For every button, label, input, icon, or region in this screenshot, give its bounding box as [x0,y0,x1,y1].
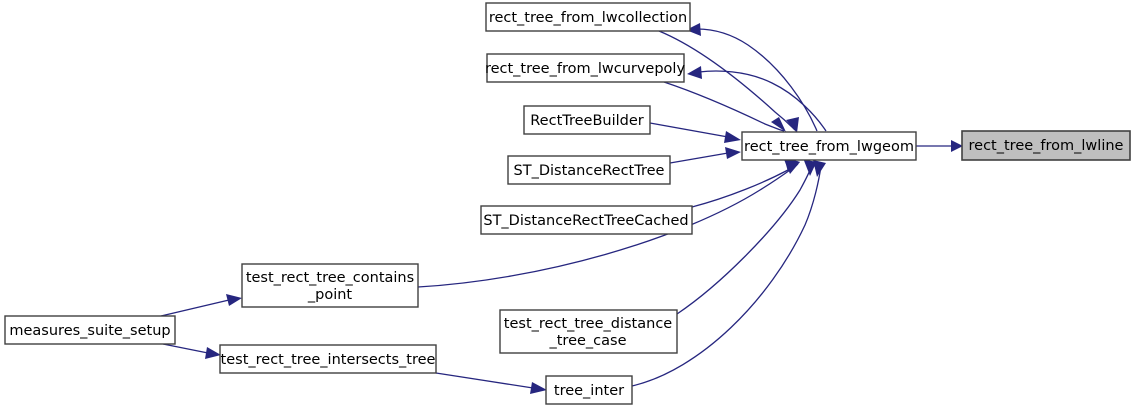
node-box[interactable] [499,309,678,354]
edge-lwgeom-to-lwline [916,140,963,152]
node-box[interactable] [219,344,437,374]
arrowhead [205,347,221,359]
node-label: rect_tree_from_lwline [969,138,1124,154]
edge-line [698,70,827,132]
node-label: rect_tree_from_lwcurvepoly [485,61,686,77]
arrowhead [951,140,963,152]
arrowhead [226,294,242,306]
node-rect_tree_from_lwcollection[interactable]: rect_tree_from_lwcollection [485,2,691,32]
node-box[interactable] [507,155,671,185]
node-label: ST_DistanceRectTree [514,163,665,179]
arrowhead [724,131,741,143]
node-label: test_rect_tree_intersects_tree [221,352,436,368]
arrowhead [783,157,800,174]
edge-recttreebuilder-to-lwgeom [649,122,741,143]
node-tree_inter[interactable]: tree_inter [545,375,633,405]
node-label-line1: test_rect_tree_distance [504,316,673,332]
edge-line [676,164,813,315]
node-box[interactable] [485,2,691,32]
arrowhead [687,66,702,79]
node-box[interactable] [545,375,633,405]
edge-st-distancerecttree-to-lwgeom [669,147,741,164]
node-label-line1: test_rect_tree_contains [246,270,414,286]
arrowhead [686,23,701,36]
node-label: tree_inter [554,383,624,399]
node-test_rect_tree_distance_tree_case[interactable]: test_rect_tree_distance _tree_case [499,309,678,354]
node-rect_tree_from_lwgeom[interactable]: rect_tree_from_lwgeom [741,131,917,161]
arrowhead [530,382,547,394]
node-label: rect_tree_from_lwcollection [489,10,687,26]
node-label: rect_tree_from_lwgeom [744,139,914,155]
edge-lwcurvepoly-to-lwgeom [663,81,786,132]
node-label: measures_suite_setup [9,323,170,339]
node-label: ST_DistanceRectTreeCached [483,213,688,229]
edge-line [669,152,729,164]
node-test_rect_tree_contains_point[interactable]: test_rect_tree_contains _point [241,263,419,308]
edge-line [631,165,822,387]
arrowhead [813,160,826,177]
arrowhead [786,117,799,133]
node-label-line2: _point [307,287,353,303]
edge-line [663,81,785,132]
edge-line [162,343,209,354]
node-box[interactable] [741,131,917,161]
node-label-line2: _tree_case [548,333,626,349]
edge-intersects-tree-to-tree-inter [435,372,547,394]
node-ST_DistanceRectTree[interactable]: ST_DistanceRectTree [507,155,671,185]
edge-line [691,163,799,208]
node-box-highlighted[interactable] [961,130,1131,161]
node-box[interactable] [486,53,685,83]
node-test_rect_tree_intersects_tree[interactable]: test_rect_tree_intersects_tree [219,344,437,374]
edge-lwgeom-to-lwcurvepoly [687,66,827,132]
node-label: RectTreeBuilder [530,113,644,129]
edge-tree-inter-to-lwgeom [631,160,826,387]
edge-line [649,122,729,138]
edge-line [435,372,534,389]
arrowhead-main [803,158,816,176]
edge-suite-to-intersects-tree [162,343,221,359]
node-box[interactable] [241,263,419,308]
node-box[interactable] [480,205,693,235]
edge-distance-tree-case-to-lwgeom [676,158,818,315]
arrowhead [725,147,741,159]
node-ST_DistanceRectTreeCached[interactable]: ST_DistanceRectTreeCached [480,205,693,235]
node-RectTreeBuilder[interactable]: RectTreeBuilder [523,105,651,135]
edge-suite-to-contains-point [160,294,242,317]
edge-lwcollection-to-lwgeom [658,30,799,133]
edge-line [160,299,230,317]
edge-line [658,30,796,131]
arrowhead [771,117,786,132]
node-box[interactable] [4,315,176,345]
edge-line [696,28,818,132]
edge-lwgeom-to-lwcollection [686,23,818,132]
node-box[interactable] [523,105,651,135]
node-measures_suite_setup[interactable]: measures_suite_setup [4,315,176,345]
node-layer: rect_tree_from_lwcollection rect_tree_fr… [4,2,1131,405]
node-rect_tree_from_lwcurvepoly[interactable]: rect_tree_from_lwcurvepoly [485,53,686,83]
node-rect_tree_from_lwline[interactable]: rect_tree_from_lwline [961,130,1131,161]
edge-st-distancerecttreecached-to-lwgeom [691,157,800,208]
